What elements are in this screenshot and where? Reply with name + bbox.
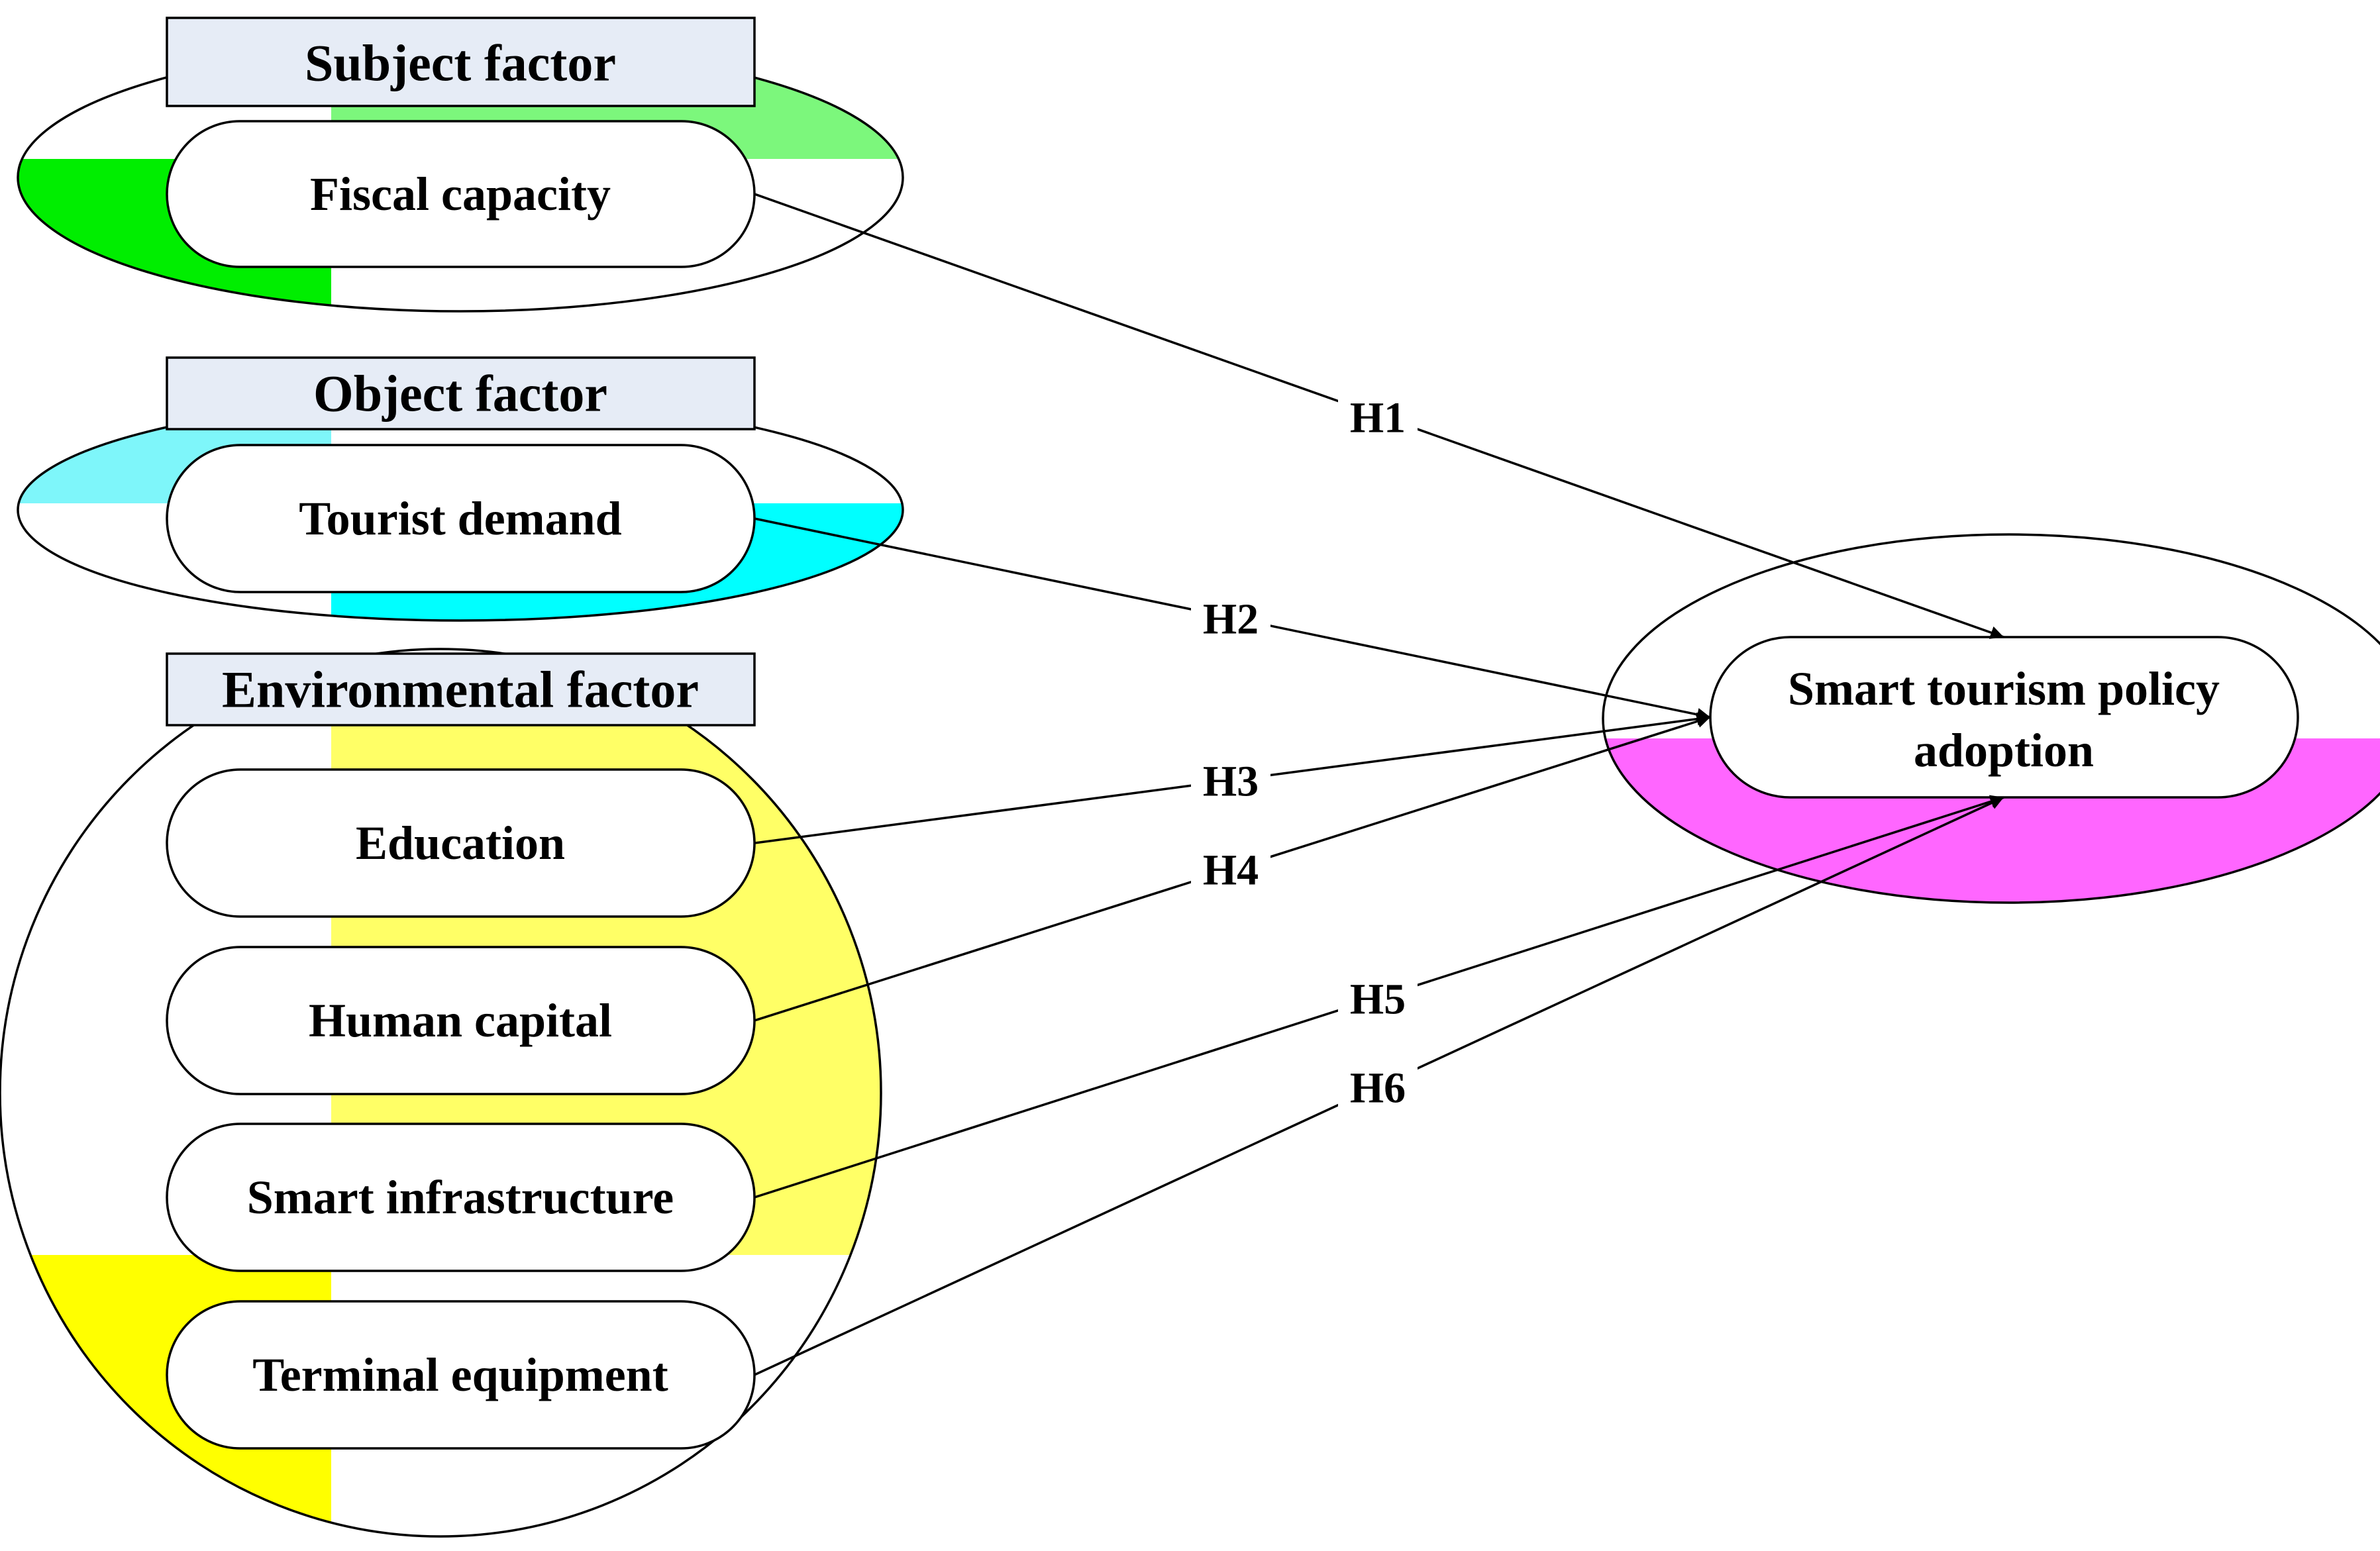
hypothesis-labels: H1 H2 H3 H4 H5 H6: [1191, 393, 1418, 1113]
h2-label-bg: [1191, 595, 1270, 644]
h3-label-bg: [1191, 757, 1270, 806]
education-label: Education: [356, 817, 565, 870]
h6-label-bg: [1338, 1064, 1418, 1113]
subject-factor-group: Subject factor Fiscal capacity: [17, 17, 904, 313]
environmental-factor-group: Environmental factor Education Human cap…: [0, 648, 882, 1538]
h2-label: H2: [1203, 595, 1259, 644]
h5-label: H5: [1350, 976, 1406, 1024]
object-factor-header: Object factor: [313, 365, 607, 423]
object-factor-group: Object factor Tourist demand: [17, 356, 904, 622]
fiscal-capacity-label: Fiscal capacity: [310, 168, 611, 221]
object-factor-header-box: [166, 356, 756, 430]
target-ellipse: [1602, 533, 2380, 904]
subject-factor-header-box: [166, 17, 756, 107]
h3-label: H3: [1203, 758, 1259, 806]
h4-label-bg: [1191, 846, 1270, 895]
target-group: Smart tourism policy adoption: [1602, 533, 2380, 904]
environmental-factor-header-box: [166, 652, 756, 726]
h1-label-bg: [1338, 393, 1418, 442]
smart-infrastructure-label: Smart infrastructure: [247, 1171, 674, 1224]
target-label-line2: adoption: [1914, 724, 2094, 777]
h6-label: H6: [1350, 1064, 1406, 1113]
human-capital-label: Human capital: [309, 994, 612, 1047]
subject-factor-header: Subject factor: [305, 34, 616, 92]
tourist-demand-label: Tourist demand: [299, 492, 621, 545]
target-label-line1: Smart tourism policy: [1788, 662, 2220, 715]
h1-label: H1: [1350, 394, 1406, 442]
environmental-factor-header: Environmental factor: [222, 661, 699, 719]
terminal-equipment-label: Terminal equipment: [252, 1348, 668, 1401]
h5-label-bg: [1338, 975, 1418, 1024]
environmental-factor-circle: [0, 648, 882, 1538]
h4-label: H4: [1203, 846, 1259, 895]
